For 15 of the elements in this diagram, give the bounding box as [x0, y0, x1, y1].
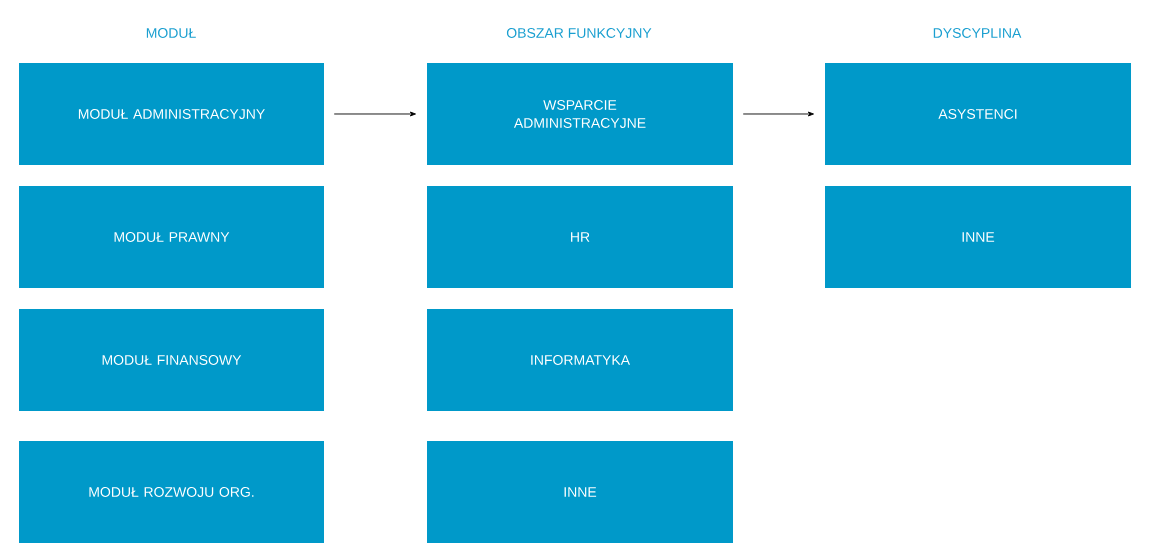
column-heading: DYSCYPLINA: [933, 28, 1022, 38]
module-box: MODUŁ ADMINISTRACYJNY: [19, 63, 324, 165]
module-box: WSPARCIE ADMINISTRACYJNE: [427, 63, 733, 165]
module-box: INFORMATYKA: [427, 309, 733, 411]
arrow: [333, 111, 416, 117]
arrow: [742, 111, 814, 117]
module-box: MODUŁ ROZWOJU ORG.: [19, 441, 324, 543]
column-heading: OBSZAR FUNKCYJNY: [506, 28, 652, 38]
module-box: INNE: [427, 441, 733, 543]
module-box: HR: [427, 186, 733, 288]
column-heading: MODUŁ: [146, 28, 196, 38]
module-box: MODUŁ FINANSOWY: [19, 309, 324, 411]
module-box: ASYSTENCI: [825, 63, 1131, 165]
module-box: INNE: [825, 186, 1131, 288]
module-box: MODUŁ PRAWNY: [19, 186, 324, 288]
